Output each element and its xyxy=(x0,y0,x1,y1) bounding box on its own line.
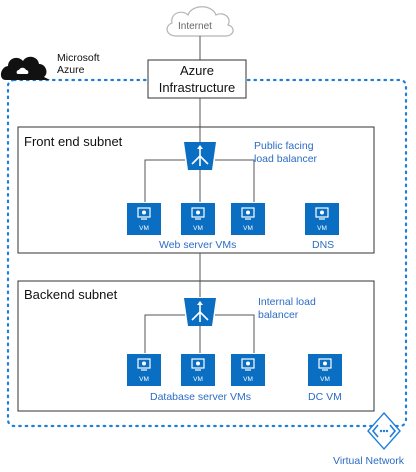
azure-label-line1: Microsoft xyxy=(57,52,100,64)
infrastructure-line2: Infrastructure xyxy=(158,80,236,95)
azure-label-line2: Azure xyxy=(57,64,85,76)
web-vm-2-icon: VM xyxy=(181,203,215,235)
backend-subnet-title: Backend subnet xyxy=(24,287,118,302)
vm-tile-label: VM xyxy=(193,225,203,232)
web-vm-1-icon: VM xyxy=(127,203,161,235)
dns-vm-icon: VM xyxy=(305,203,339,235)
public-lb-label-line1: Public facing xyxy=(254,140,314,152)
vm-tile-label: VM xyxy=(193,376,203,383)
dc-vm-label: DC VM xyxy=(308,391,342,403)
dns-label: DNS xyxy=(312,239,335,251)
vm-tile-label: VM xyxy=(243,376,253,383)
vm-tile-label: VM xyxy=(317,225,327,232)
frontend-subnet-title: Front end subnet xyxy=(24,134,123,149)
web-server-group-label: Web server VMs xyxy=(159,239,237,251)
database-server-group-label: Database server VMs xyxy=(150,391,251,403)
vm-tile-label: VM xyxy=(320,376,330,383)
db-vm-3-icon: VM xyxy=(231,354,265,386)
dc-vm-icon: VM xyxy=(308,354,342,386)
internet-label: Internet xyxy=(178,21,212,32)
public-load-balancer-icon xyxy=(184,142,216,170)
internal-load-balancer-icon xyxy=(184,298,216,326)
virtual-network-label: Virtual Network xyxy=(333,455,404,467)
vm-tile-label: VM xyxy=(243,225,253,232)
internal-lb-label-line2: balancer xyxy=(258,309,299,321)
virtual-network-boundary xyxy=(6,78,408,428)
public-lb-label-line2: load balancer xyxy=(254,153,318,165)
vm-tile-label: VM xyxy=(139,225,149,232)
db-vm-2-icon: VM xyxy=(181,354,215,386)
infrastructure-line1: Azure xyxy=(180,63,214,78)
infrastructure-box xyxy=(147,59,247,99)
web-vm-3-icon: VM xyxy=(231,203,265,235)
internal-lb-label-line1: Internal load xyxy=(258,296,316,308)
db-vm-1-icon: VM xyxy=(127,354,161,386)
internet-cloud-icon xyxy=(166,6,234,37)
azure-cloud-icon xyxy=(0,56,51,80)
vm-tile-label: VM xyxy=(139,376,149,383)
virtual-network-icon xyxy=(367,411,401,451)
